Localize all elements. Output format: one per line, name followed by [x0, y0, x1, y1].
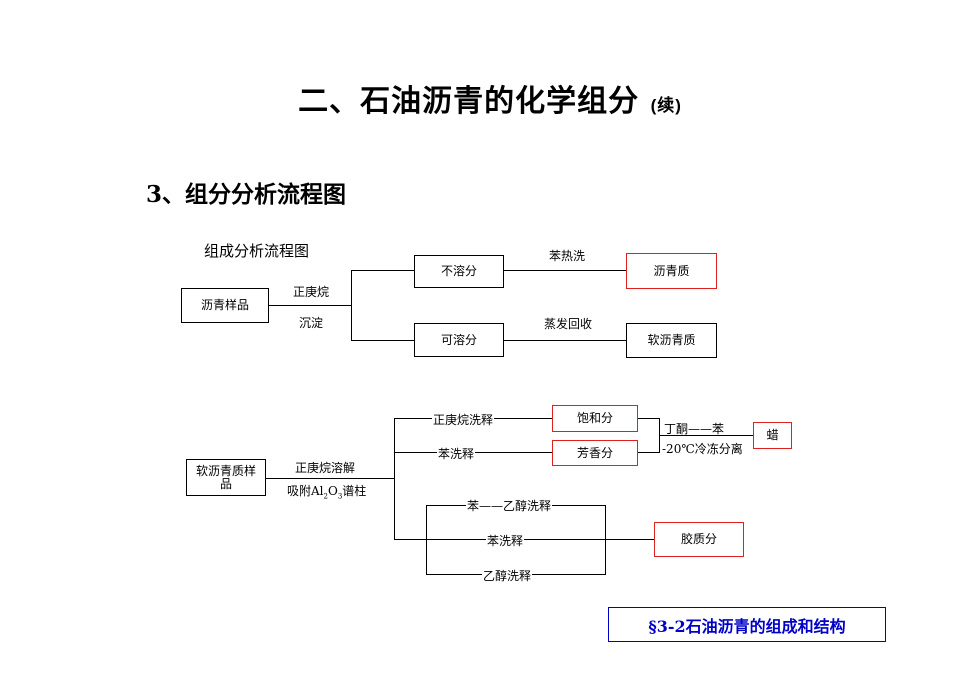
connector [606, 539, 654, 540]
connector [266, 478, 394, 479]
ethanol-elution-label: 乙醇洗释 [482, 567, 533, 584]
connector [637, 452, 659, 453]
connector [394, 418, 395, 540]
hot-benzene-wash-label: 苯热洗 [549, 249, 586, 263]
connector [637, 418, 659, 419]
page-title: 二、石油沥青的化学组分 (续) [298, 84, 682, 119]
resins-box: 胶质分 [654, 522, 744, 557]
connector [394, 539, 426, 540]
benzene-elution-label: 苯洗释 [437, 445, 476, 462]
dewax-condition-label: -20℃冷冻分离 [662, 442, 743, 456]
column-label: 吸附Al2O3谱柱 [287, 484, 367, 501]
sample-box: 沥青样品 [181, 288, 269, 323]
section-heading: 3、组分分析流程图 [146, 181, 347, 208]
soluble-box: 可溶分 [414, 323, 504, 357]
connector [352, 270, 414, 271]
connector [504, 340, 626, 341]
benzene-elution-2-label: 苯洗释 [486, 532, 525, 549]
connector [605, 505, 606, 575]
heptane-elution-label: 正庚烷洗释 [432, 411, 495, 428]
dissolve-label: 正庚烷溶解 [295, 461, 356, 475]
wax-box: 蜡 [753, 422, 792, 449]
connector [352, 340, 414, 341]
connector [351, 270, 352, 341]
precipitate-label: 沉淀 [299, 316, 324, 330]
reagent-label: 正庚烷 [293, 285, 330, 299]
insoluble-box: 不溶分 [414, 255, 504, 288]
evaporation-label: 蒸发回收 [544, 317, 593, 331]
asphaltene-box: 沥青质 [626, 253, 717, 289]
aromatics-box: 芳香分 [552, 440, 638, 466]
benzene-ethanol-elution-label: 苯——乙醇洗释 [466, 497, 553, 514]
dewax-solvent-label: 丁酮——苯 [664, 422, 725, 436]
flowchart-title: 组成分析流程图 [204, 242, 310, 260]
saturates-box: 饱和分 [552, 405, 638, 432]
maltene-box: 软沥青质 [626, 323, 717, 358]
connector [268, 305, 352, 306]
connector [504, 270, 626, 271]
title-suffix: (续) [650, 96, 682, 115]
connector [659, 435, 753, 436]
footer-section-tag: §3-2石油沥青的组成和结构 [608, 607, 886, 642]
maltene-sample-box: 软沥青质样品 [186, 459, 266, 496]
